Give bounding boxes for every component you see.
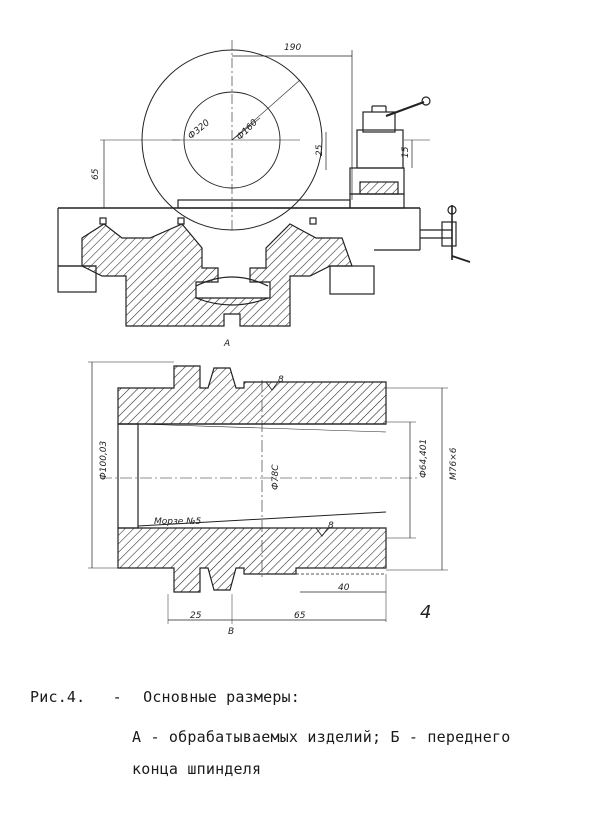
dim-d320-label: Ф320 xyxy=(186,118,212,142)
roughness-bottom-label: 8 xyxy=(328,521,334,531)
caption-figure-number: Рис.4. xyxy=(30,688,86,706)
dim-d100-label: Ф100,03 xyxy=(99,440,109,480)
spindle-upper-wall xyxy=(117,365,387,425)
taper-label: Морзе №5 xyxy=(154,517,202,527)
view-a-label: А xyxy=(223,339,230,349)
spindle-lower-wall xyxy=(117,527,387,593)
dim-d160-label: Ф160 xyxy=(235,118,260,143)
carriage-plate xyxy=(177,199,351,209)
page-number: 4 xyxy=(420,602,431,623)
roughness-top-label: 8 xyxy=(278,375,284,385)
view-a xyxy=(57,40,471,327)
dim-40-label: 40 xyxy=(338,583,350,593)
dim-65-label: 65 xyxy=(91,168,101,180)
caption-title: Основные размеры: xyxy=(143,688,301,706)
dim-d78-label: Ф78С xyxy=(271,464,281,490)
tool-post-handle xyxy=(385,101,425,117)
dim-d64-label: Ф64,401 xyxy=(419,439,429,478)
dim-m76-label: М76×6 xyxy=(449,447,459,480)
tool-post-body xyxy=(356,129,404,169)
technical-drawing: 190 Ф320 Ф160 65 25 15 А xyxy=(57,40,471,637)
dim-25-label: 25 xyxy=(315,144,325,156)
caption-line-1: Рис.4. - Основные размеры: xyxy=(30,687,300,707)
caption-line-2: А - обрабатываемых изделий; Б - переднег… xyxy=(132,728,511,746)
view-b-label: В xyxy=(228,627,234,637)
dim-190-label: 190 xyxy=(284,43,301,53)
bed-ways-section xyxy=(81,223,353,327)
dim-25-b-label: 25 xyxy=(190,611,202,621)
dim-15-label: 15 xyxy=(401,146,411,158)
caption-line-3: конца шпинделя xyxy=(132,760,262,778)
caption-dash: - xyxy=(112,688,122,706)
view-b xyxy=(88,361,448,624)
dim-65-b-label: 65 xyxy=(294,611,306,621)
